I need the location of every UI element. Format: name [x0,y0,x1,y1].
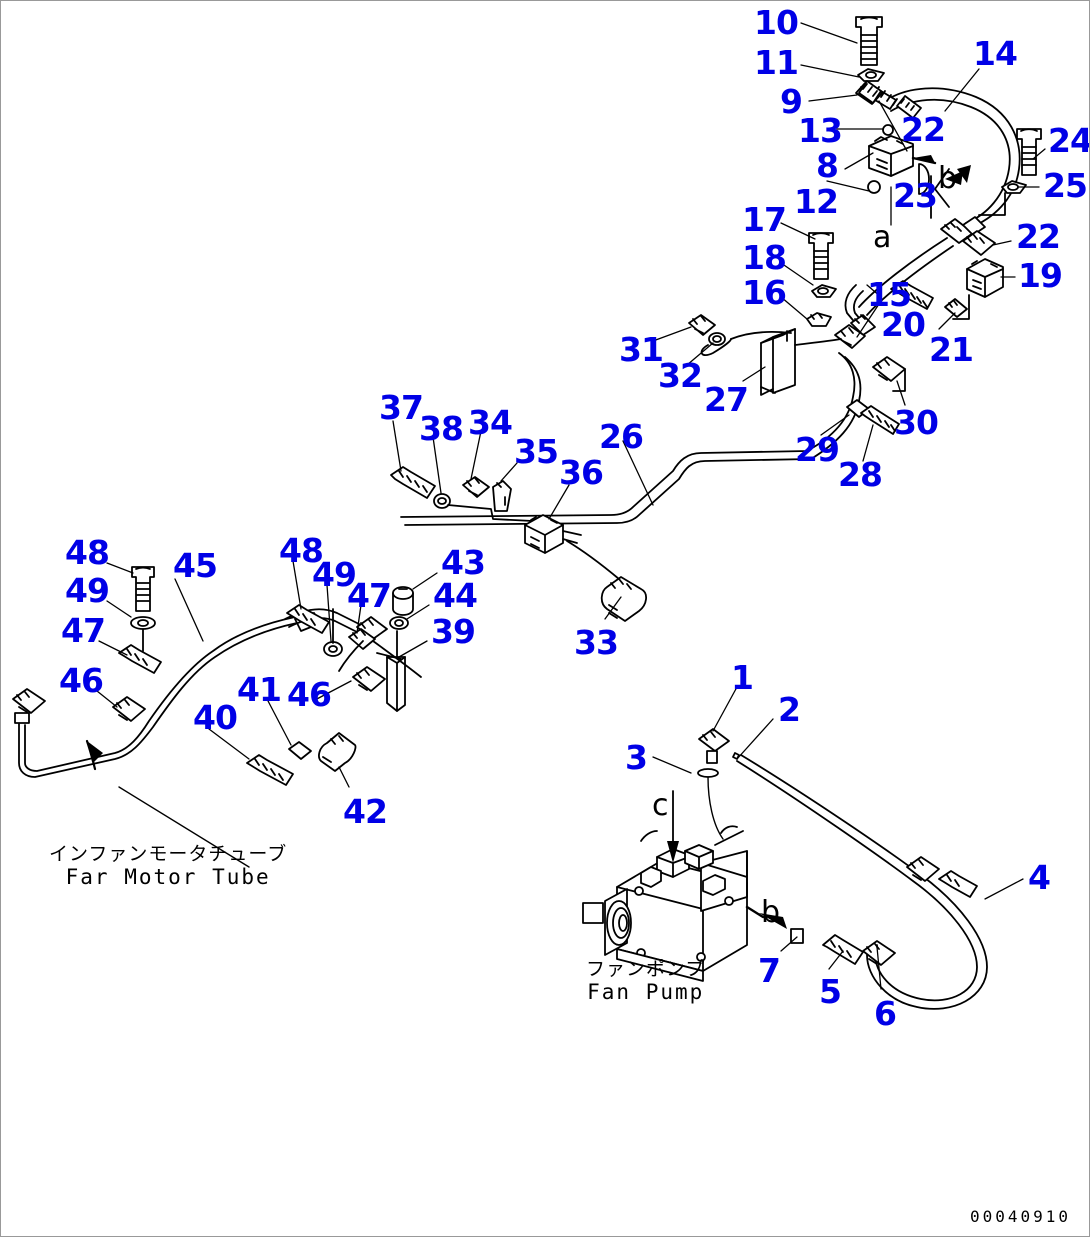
callout-4: 4 [1028,858,1051,897]
callout-31: 31 [619,330,664,369]
callout-35: 35 [514,432,559,471]
callout-39: 39 [431,612,476,651]
callout-22: 22 [1016,217,1061,256]
callout-12: 12 [794,182,839,221]
callout-43: 43 [441,543,486,582]
caption-en: Far Motor Tube [65,865,271,889]
section-marker-label: b [938,161,958,196]
callout-11: 11 [754,43,799,82]
callout-30: 30 [894,403,939,442]
section-marker-b-top: b [938,164,957,194]
callout-14: 14 [973,34,1018,73]
callout-3: 3 [625,738,648,777]
callout-44: 44 [433,576,478,615]
callout-40: 40 [193,698,238,737]
callout-2: 2 [778,690,801,729]
section-marker-label: c [652,788,669,823]
caption-fan-pump: ファンポンプ Fan Pump [586,958,705,1004]
callout-26: 26 [599,417,644,456]
callout-18: 18 [742,238,787,277]
callout-24: 24 [1048,121,1090,160]
callout-5: 5 [819,972,842,1011]
callout-7: 7 [758,951,781,990]
section-marker-label: b [761,895,781,930]
callout-36: 36 [559,453,604,492]
callout-48: 48 [279,531,324,570]
callout-48: 48 [65,533,110,572]
callout-27: 27 [704,380,749,419]
callout-32: 32 [658,356,703,395]
caption-jp: ファンポンプ [586,958,706,980]
callout-8: 8 [816,146,839,185]
callout-28: 28 [838,455,883,494]
callout-47: 47 [61,611,106,650]
callout-6: 6 [874,994,897,1033]
callout-34: 34 [468,403,513,442]
callout-33: 33 [574,623,619,662]
callout-10: 10 [754,3,799,42]
callout-42: 42 [343,792,388,831]
callout-41: 41 [237,670,282,709]
callout-46: 46 [59,661,104,700]
drawing-number: 00040910 [969,1207,1071,1226]
section-marker-label: a [873,220,892,255]
callout-45: 45 [173,546,218,585]
callout-23: 23 [893,176,938,215]
callout-25: 25 [1043,166,1088,205]
callout-9: 9 [780,82,803,121]
section-marker-b-bottom: b [761,898,780,928]
callout-19: 19 [1018,256,1063,295]
section-marker-a: a [873,223,891,253]
caption-fan-motor-tube: インファンモータチューブ Far Motor Tube [49,843,287,889]
callout-21: 21 [929,330,974,369]
callout-38: 38 [419,409,464,448]
callout-17: 17 [742,200,787,239]
callout-46: 46 [287,675,332,714]
section-marker-c: c [652,791,669,821]
callout-22: 22 [901,110,946,149]
callout-13: 13 [798,111,843,150]
callout-49: 49 [65,571,110,610]
callout-37: 37 [379,388,424,427]
callout-49: 49 [312,555,357,594]
callout-15: 15 [867,275,912,314]
callout-20: 20 [881,305,926,344]
caption-en: Fan Pump [587,980,705,1004]
callout-29: 29 [795,430,840,469]
callout-47: 47 [347,576,392,615]
caption-jp: インファンモータチューブ [49,843,288,865]
callout-16: 16 [742,273,787,312]
callout-1: 1 [731,658,754,697]
